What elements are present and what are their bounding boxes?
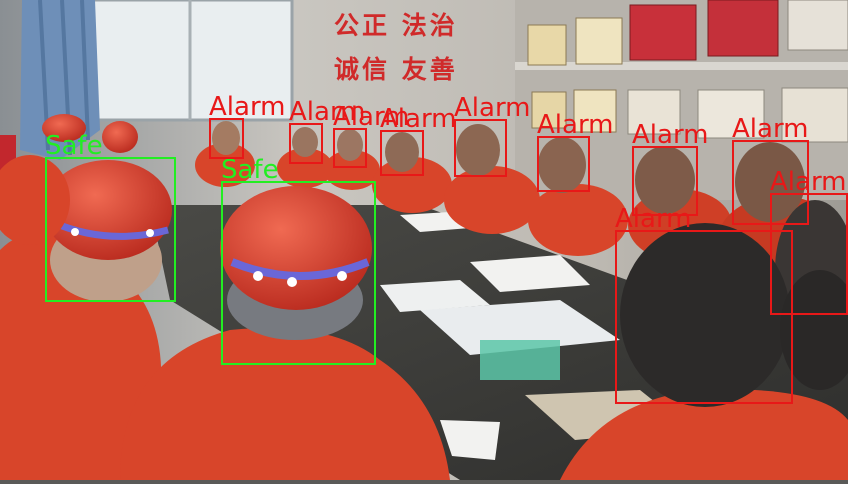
wall-slogan-1: 公正 法治 xyxy=(334,11,458,40)
detection-label: Alarm xyxy=(289,97,366,127)
detection-box-alarm xyxy=(537,136,590,192)
detection-box-alarm xyxy=(289,123,323,164)
detection-label: Alarm xyxy=(732,114,809,144)
detection-label: Alarm xyxy=(454,93,531,123)
detection-box-alarm xyxy=(632,146,698,216)
detection-label: Alarm xyxy=(380,104,457,134)
window xyxy=(92,0,292,120)
detection-label: Alarm xyxy=(537,110,614,140)
detection-label: Alarm xyxy=(615,204,692,234)
detection-label: Safe xyxy=(45,131,103,161)
detection-label: Alarm xyxy=(333,102,410,132)
detection-box-alarm xyxy=(770,193,848,315)
worker-helmet-left xyxy=(0,155,172,480)
worker-helmet-center xyxy=(120,186,450,480)
detection-box-safe-center xyxy=(221,181,376,365)
detection-box-alarm xyxy=(454,119,507,177)
detection-label: Alarm xyxy=(770,167,847,197)
detection-box-alarm xyxy=(380,130,424,176)
detection-box-alarm xyxy=(209,118,244,159)
detection-box-alarm xyxy=(615,230,793,404)
wall-slogan-2: 诚信 友善 xyxy=(334,55,458,84)
worker-no-helmet-right xyxy=(560,223,848,480)
detection-label: Alarm xyxy=(209,92,286,122)
detection-label: Safe xyxy=(221,155,279,185)
detection-box-safe-left xyxy=(45,157,176,302)
detection-box-alarm xyxy=(333,128,367,168)
detection-label: Alarm xyxy=(632,120,709,150)
